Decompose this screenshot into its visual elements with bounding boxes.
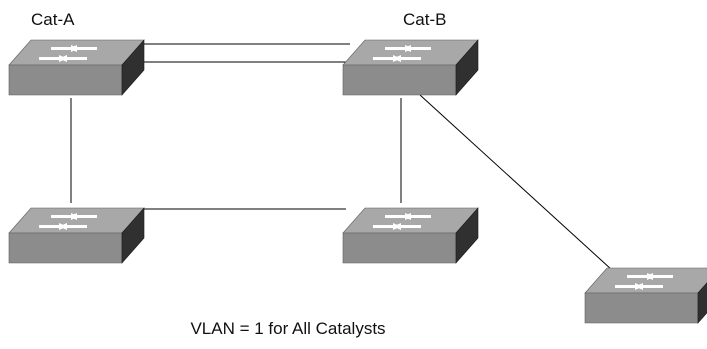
network-switch-icon — [8, 207, 145, 264]
network-switch-icon — [8, 39, 145, 96]
switch-cat-a — [8, 39, 145, 96]
diagram-caption: VLAN = 1 for All Catalysts — [190, 319, 386, 338]
switch-lower-middle — [342, 207, 479, 264]
label-cat-a: Cat-A — [31, 10, 75, 29]
network-switch-icon — [342, 39, 479, 96]
switch-cat-b — [342, 39, 479, 96]
network-switch-icon — [342, 207, 479, 264]
switch-far-right — [584, 267, 707, 324]
label-cat-b: Cat-B — [403, 10, 447, 29]
link-cat-b-far-right — [419, 94, 613, 271]
links — [70, 43, 613, 271]
switch-lower-left — [8, 207, 145, 264]
network-switch-icon — [584, 267, 707, 324]
